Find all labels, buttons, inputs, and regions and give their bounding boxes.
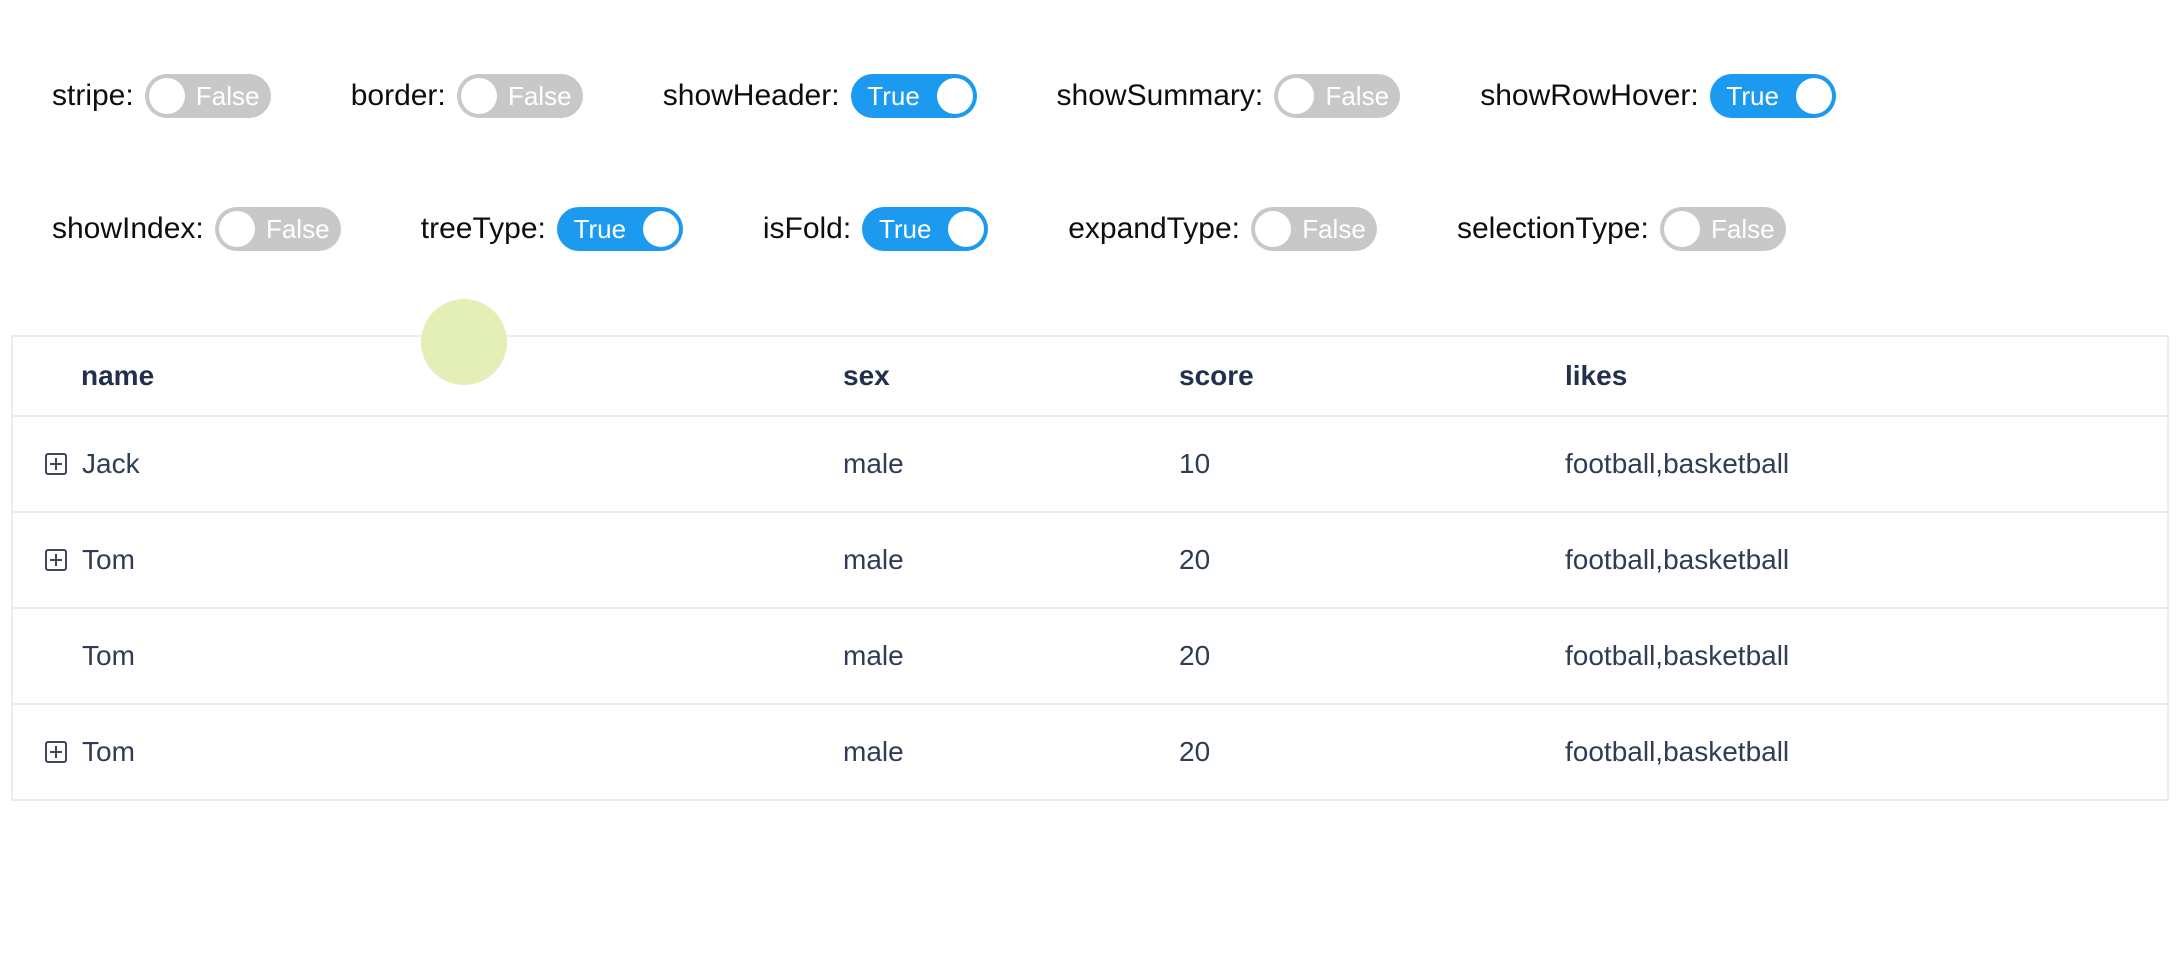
- toggle-label-showindex: showIndex:: [52, 212, 204, 245]
- toggle-group-treetype: treeType: True: [421, 207, 683, 251]
- cell-likes: football,basketball: [1545, 608, 2167, 705]
- cell-likes: football,basketball: [1545, 416, 2167, 513]
- cell-score: 20: [1159, 608, 1545, 705]
- cell-sex: male: [823, 608, 1159, 705]
- cell-sex: male: [823, 416, 1159, 513]
- toggle-state-text: False: [265, 214, 330, 244]
- toggle-switch-showindex[interactable]: False: [214, 207, 341, 251]
- toggle-switch-treetype[interactable]: True: [556, 207, 683, 251]
- cell-name: Tom: [82, 736, 135, 767]
- toggle-group-showrowhover: showRowHover: True: [1480, 74, 1836, 118]
- column-header-sex: sex: [823, 337, 1159, 417]
- toggle-state-text: True: [867, 81, 920, 111]
- cell-name: Jack: [82, 448, 140, 479]
- toggle-label-expandtype: expandType:: [1068, 212, 1240, 245]
- cell-sex: male: [823, 704, 1159, 799]
- cell-score: 20: [1159, 512, 1545, 609]
- name-cell: Tom: [45, 544, 823, 576]
- toggle-group-showindex: showIndex: False: [52, 207, 341, 251]
- toggle-switch-selectiontype[interactable]: False: [1659, 207, 1786, 251]
- toggle-group-showheader: showHeader: True: [663, 74, 977, 118]
- toggle-state-text: True: [878, 214, 932, 244]
- toggle-state-text: False: [1710, 214, 1775, 244]
- toggle-state-text: False: [1325, 81, 1390, 111]
- toggle-group-stripe: stripe: False: [52, 74, 271, 118]
- toggle-state-text: False: [1302, 214, 1366, 244]
- column-header-score: score: [1159, 337, 1545, 417]
- toggle-knob: [460, 78, 497, 114]
- toggle-group-selectiontype: selectionType: False: [1457, 207, 1786, 251]
- toggle-label-treetype: treeType:: [420, 212, 546, 245]
- toggle-group-showsummary: showSummary: False: [1057, 74, 1401, 118]
- toggle-group-isfold: isFold: True: [762, 207, 989, 251]
- toggle-knob: [936, 78, 973, 114]
- toggle-knob: [218, 211, 255, 247]
- toggle-knob: [1663, 211, 1700, 247]
- toggle-switch-border[interactable]: False: [456, 74, 583, 118]
- toggle-switch-showrowhover[interactable]: True: [1709, 74, 1836, 118]
- toggle-switch-showheader[interactable]: True: [850, 74, 977, 118]
- cell-name: Tom: [82, 640, 135, 671]
- toggle-switch-expandtype[interactable]: False: [1251, 207, 1377, 251]
- cell-likes: football,basketball: [1545, 704, 2167, 799]
- column-header-name: name: [13, 337, 823, 417]
- name-cell: Tom: [45, 640, 823, 672]
- toggle-knob: [1255, 211, 1291, 247]
- cell-likes: football,basketball: [1545, 512, 2167, 609]
- toggle-label-showrowhover: showRowHover:: [1480, 79, 1699, 112]
- toggle-label-selectiontype: selectionType:: [1457, 212, 1649, 245]
- cell-sex: male: [823, 512, 1159, 609]
- toggle-switch-showsummary[interactable]: False: [1274, 74, 1401, 118]
- toggle-state-text: True: [573, 214, 627, 244]
- plus-square-icon[interactable]: [45, 453, 67, 475]
- cell-name: Tom: [82, 544, 135, 575]
- toggle-label-showsummary: showSummary:: [1056, 79, 1264, 112]
- name-cell: Jack: [45, 448, 823, 480]
- toggle-group-border: border: False: [351, 74, 583, 118]
- toggle-state-text: False: [195, 81, 260, 111]
- cell-name-container: Tom: [13, 512, 823, 609]
- toggle-label-showheader: showHeader:: [662, 79, 840, 112]
- toggle-label-border: border:: [350, 79, 446, 112]
- toggle-state-text: True: [1726, 81, 1779, 111]
- toggle-knob: [148, 78, 185, 114]
- toggle-group-expandtype: expandType: False: [1068, 207, 1377, 251]
- column-header-likes: likes: [1545, 337, 2167, 417]
- name-cell: Tom: [45, 736, 823, 768]
- toggle-state-text: False: [507, 81, 572, 111]
- config-toggle-row-2: showIndex: False treeType: True isFold: True e…: [52, 207, 1786, 251]
- toggle-knob: [948, 211, 985, 247]
- toggle-label-stripe: stripe:: [52, 79, 134, 112]
- toggle-switch-stripe[interactable]: False: [144, 74, 271, 118]
- cell-score: 10: [1159, 416, 1545, 513]
- cell-score: 20: [1159, 704, 1545, 799]
- toggle-knob: [1278, 78, 1315, 114]
- toggle-knob: [1795, 78, 1832, 114]
- toggle-knob: [642, 211, 679, 247]
- cell-name-container: Tom: [13, 704, 823, 799]
- toggle-switch-isfold[interactable]: True: [862, 207, 989, 251]
- toggle-label-isfold: isFold:: [762, 212, 852, 245]
- plus-square-icon[interactable]: [45, 549, 67, 571]
- plus-square-icon[interactable]: [45, 741, 67, 763]
- cell-name-container: Jack: [13, 416, 823, 513]
- cell-name-container: Tom: [13, 608, 823, 705]
